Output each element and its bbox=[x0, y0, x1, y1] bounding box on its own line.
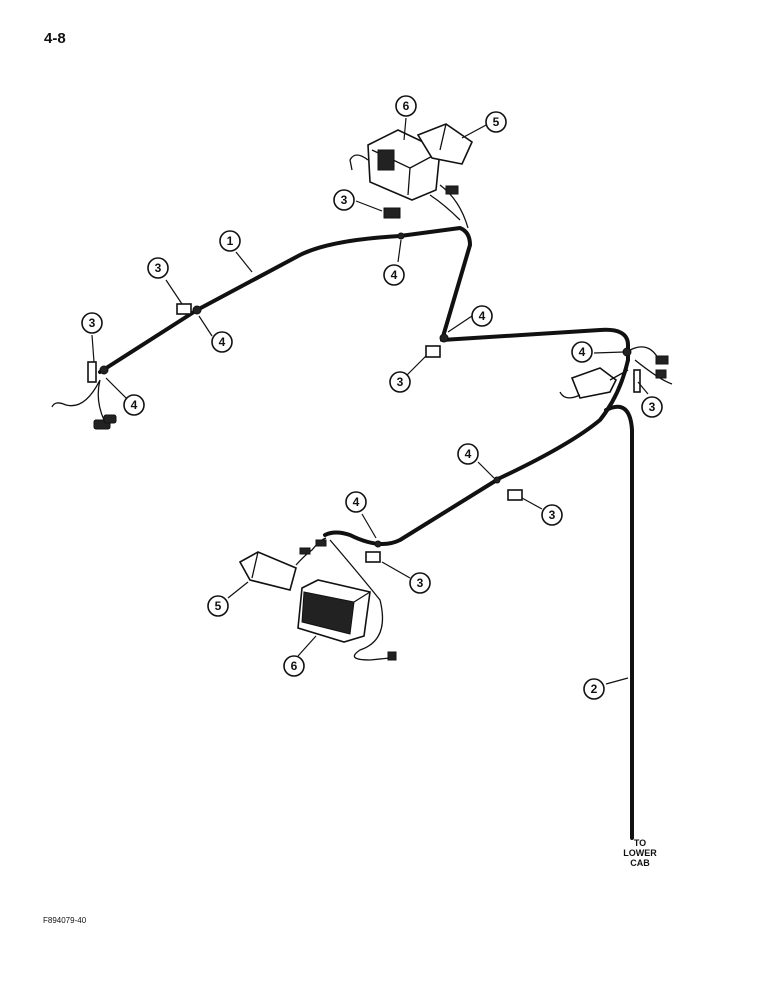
callout-4-lower1: 4 bbox=[457, 443, 479, 465]
callout-6-lower: 6 bbox=[283, 655, 305, 677]
callout-3-mid: 3 bbox=[389, 371, 411, 393]
callout-3-left-label: 3 bbox=[155, 261, 162, 275]
clip-3-right bbox=[633, 369, 641, 393]
callout-5-lower-label: 5 bbox=[215, 599, 222, 613]
callout-4-top-label: 4 bbox=[391, 268, 398, 282]
beacon-light-lower bbox=[238, 537, 327, 591]
work-lamp-lower bbox=[297, 539, 397, 661]
callout-5-top-label: 5 bbox=[493, 115, 500, 129]
callout-3-top-label: 3 bbox=[341, 193, 348, 207]
callout-2-label: 2 bbox=[591, 682, 598, 696]
callout-4-far-left-label: 4 bbox=[131, 398, 138, 412]
callout-3-right: 3 bbox=[641, 396, 663, 418]
callout-1: 1 bbox=[219, 230, 241, 252]
callout-3-mid-label: 3 bbox=[397, 375, 404, 389]
callout-3-lower1-label: 3 bbox=[549, 508, 556, 522]
harness-1 bbox=[98, 226, 630, 374]
callout-4-mid-label: 4 bbox=[479, 309, 486, 323]
callout-4-right-label: 4 bbox=[579, 345, 586, 359]
figure-code: F894079-40 bbox=[43, 916, 87, 925]
clip-3-mid bbox=[425, 345, 441, 358]
work-lamp-top bbox=[349, 129, 469, 229]
callout-4-far-left: 4 bbox=[123, 394, 145, 416]
callout-6-top-label: 6 bbox=[403, 99, 410, 113]
leader-lines bbox=[91, 117, 649, 685]
callout-4-top: 4 bbox=[383, 264, 405, 286]
callout-4-mid: 4 bbox=[471, 305, 493, 327]
callout-4-lower1-label: 4 bbox=[465, 447, 472, 461]
beacon-light-top bbox=[416, 123, 474, 195]
callout-3-lower2-label: 3 bbox=[417, 576, 424, 590]
callout-4-lower2-label: 4 bbox=[353, 495, 360, 509]
cab-note-line-3: CAB bbox=[630, 858, 650, 868]
callout-3-top: 3 bbox=[333, 189, 355, 211]
callout-3-right-label: 3 bbox=[649, 400, 656, 414]
harness-2 bbox=[604, 404, 634, 840]
callout-4-left-label: 4 bbox=[219, 335, 226, 349]
right-end-connector bbox=[559, 346, 673, 399]
callout-3-far-left-label: 3 bbox=[89, 316, 96, 330]
callout-3-lower2: 3 bbox=[409, 572, 431, 594]
page-number: 4-8 bbox=[44, 30, 66, 47]
callout-4-lower2: 4 bbox=[345, 491, 367, 513]
to-lower-cab-note: TO LOWER CAB bbox=[606, 838, 674, 868]
callout-6-lower-label: 6 bbox=[291, 659, 298, 673]
clip-3-top bbox=[383, 207, 401, 219]
cab-note-line-1: TO bbox=[633, 838, 647, 848]
callout-4-right: 4 bbox=[571, 341, 593, 363]
left-end-connector bbox=[51, 361, 117, 430]
harness-lower-branch bbox=[323, 358, 630, 546]
clip-3-lower2 bbox=[365, 551, 381, 563]
callout-3-lower1: 3 bbox=[541, 504, 563, 526]
callout-3-left: 3 bbox=[147, 257, 169, 279]
cab-note-line-2: LOWER bbox=[623, 848, 657, 858]
callout-2: 2 bbox=[583, 678, 605, 700]
callout-1-label: 1 bbox=[227, 234, 234, 248]
clip-3-left bbox=[176, 303, 192, 315]
clip-3-lower1 bbox=[507, 489, 523, 501]
callout-3-far-left: 3 bbox=[81, 312, 103, 334]
callout-5-lower: 5 bbox=[207, 595, 229, 617]
callout-4-left: 4 bbox=[211, 331, 233, 353]
callout-5-top: 5 bbox=[485, 111, 507, 133]
callout-6-top: 6 bbox=[395, 95, 417, 117]
strap-4 bbox=[99, 232, 632, 548]
